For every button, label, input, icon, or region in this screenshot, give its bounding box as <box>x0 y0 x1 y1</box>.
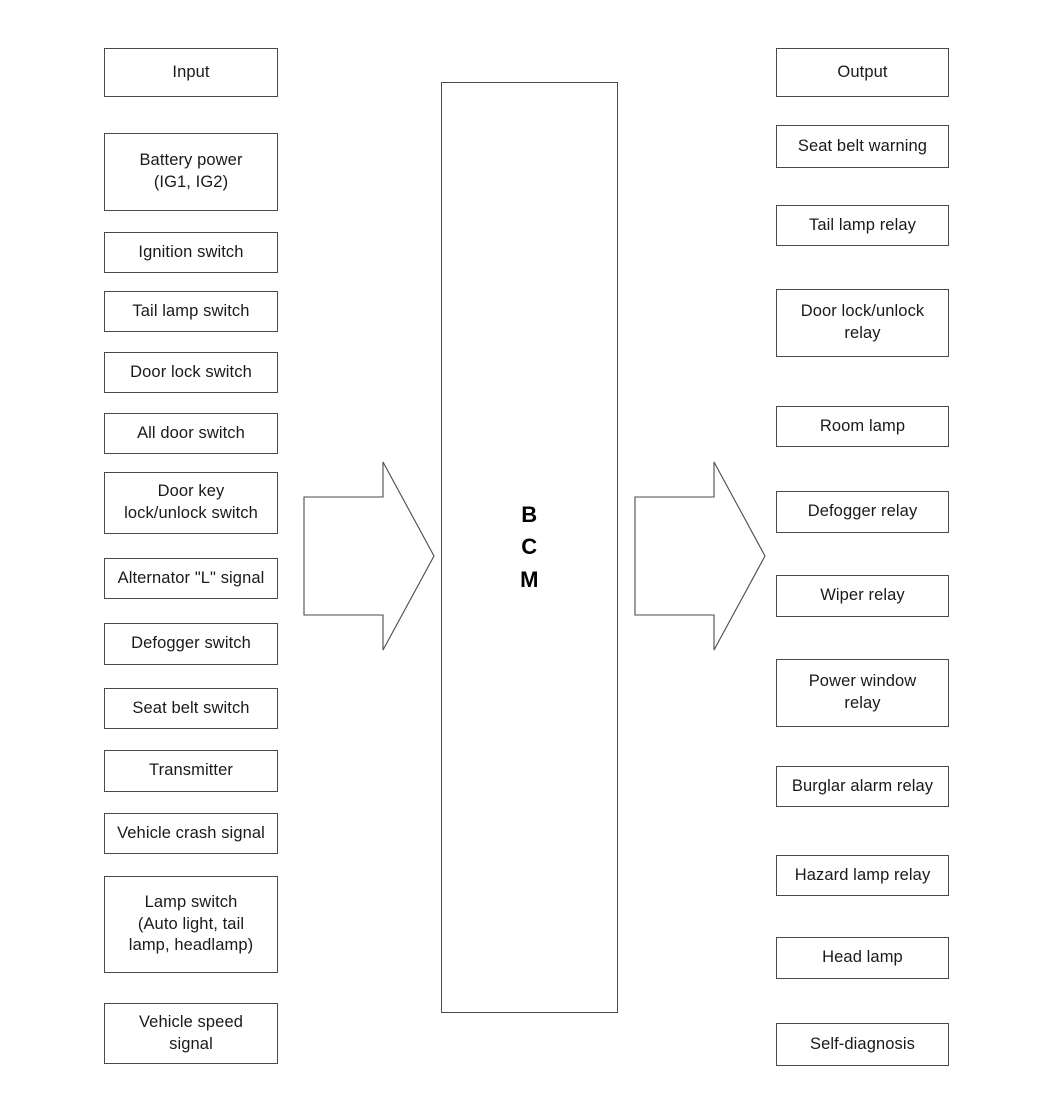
input-node-label: Tail lamp switch <box>132 301 250 320</box>
input-node-defogger-switch[interactable]: Defogger switch <box>104 623 278 665</box>
input-node-label: Ignition switch <box>138 242 244 261</box>
output-node-label: Burglar alarm relay <box>791 776 934 795</box>
output-node-tail-lamp-relay[interactable]: Tail lamp relay <box>776 205 949 246</box>
output-node-head-lamp[interactable]: Head lamp <box>776 937 949 979</box>
output-node-label: Hazard lamp relay <box>794 865 931 884</box>
output-node-power-window-relay[interactable]: Power window relay <box>776 659 949 727</box>
input-node-label: Alternator "L" signal <box>117 568 265 587</box>
input-node-label: Defogger switch <box>131 634 251 653</box>
input-node-seat-belt-switch[interactable]: Seat belt switch <box>104 688 278 729</box>
output-node-seat-belt-warning[interactable]: Seat belt warning <box>776 125 949 168</box>
output-node-output[interactable]: Output <box>776 48 949 97</box>
input-node-alternator-l-signal[interactable]: Alternator "L" signal <box>104 558 278 599</box>
input-node-label: Vehicle speed signal <box>138 1012 244 1053</box>
output-node-self-diagnosis[interactable]: Self-diagnosis <box>776 1023 949 1066</box>
input-node-label: Transmitter <box>149 761 233 780</box>
input-node-label: Input <box>172 62 210 81</box>
input-node-door-lock-switch[interactable]: Door lock switch <box>104 352 278 393</box>
input-node-vehicle-speed-signal[interactable]: Vehicle speed signal <box>104 1003 278 1064</box>
output-node-defogger-relay[interactable]: Defogger relay <box>776 491 949 533</box>
input-node-label: Lamp switch (Auto light, tail lamp, head… <box>128 892 254 955</box>
output-node-label: Self-diagnosis <box>809 1034 916 1053</box>
output-node-label: Door lock/unlock relay <box>800 302 925 342</box>
output-arrow-icon <box>634 461 766 651</box>
input-node-vehicle-crash-signal[interactable]: Vehicle crash signal <box>104 813 278 854</box>
input-node-label: Seat belt switch <box>132 698 250 717</box>
input-node-ignition-switch[interactable]: Ignition switch <box>104 232 278 273</box>
input-node-transmitter[interactable]: Transmitter <box>104 750 278 792</box>
input-node-label: Vehicle crash signal <box>117 823 265 842</box>
output-node-label: Wiper relay <box>820 586 905 605</box>
input-node-label: Door lock switch <box>130 362 252 381</box>
input-arrow-icon <box>303 461 435 651</box>
output-node-label: Room lamp <box>819 416 906 435</box>
bcm-module-box[interactable]: B C M <box>441 82 618 1013</box>
input-node-door-key-lock-unlock-switch[interactable]: Door key lock/unlock switch <box>104 472 278 534</box>
output-node-hazard-lamp-relay[interactable]: Hazard lamp relay <box>776 855 949 896</box>
input-node-label: Battery power (IG1, IG2) <box>139 151 243 191</box>
input-node-label: All door switch <box>137 423 245 442</box>
input-node-label: Door key lock/unlock switch <box>124 482 258 522</box>
input-node-battery-power[interactable]: Battery power (IG1, IG2) <box>104 133 278 211</box>
output-node-door-lock-unlock-relay[interactable]: Door lock/unlock relay <box>776 289 949 357</box>
output-node-burglar-alarm-relay[interactable]: Burglar alarm relay <box>776 766 949 807</box>
output-node-label: Output <box>837 62 888 81</box>
output-node-label: Tail lamp relay <box>809 215 916 234</box>
output-node-label: Seat belt warning <box>797 136 928 155</box>
input-node-input[interactable]: Input <box>104 48 278 97</box>
output-node-label: Defogger relay <box>807 502 918 521</box>
output-node-label: Head lamp <box>822 948 903 967</box>
output-node-label: Power window relay <box>808 672 917 712</box>
input-node-all-door-switch[interactable]: All door switch <box>104 413 278 454</box>
output-node-wiper-relay[interactable]: Wiper relay <box>776 575 949 617</box>
output-node-room-lamp[interactable]: Room lamp <box>776 406 949 447</box>
input-node-tail-lamp-switch[interactable]: Tail lamp switch <box>104 291 278 332</box>
input-node-lamp-switch[interactable]: Lamp switch (Auto light, tail lamp, head… <box>104 876 278 973</box>
bcm-label: B C M <box>520 502 539 592</box>
